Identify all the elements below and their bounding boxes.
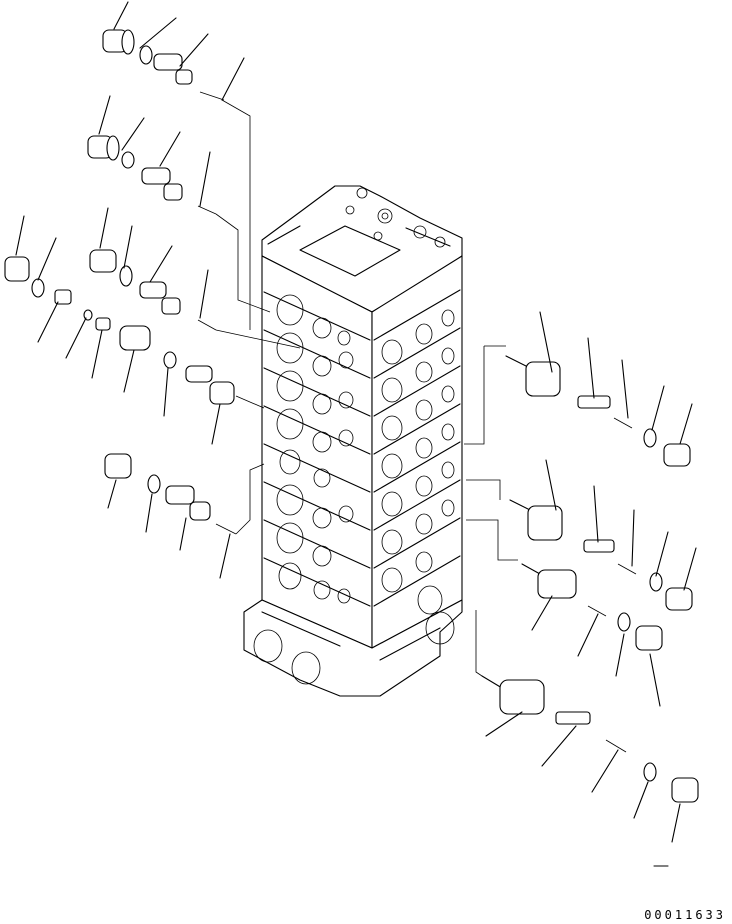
drawing-number: 00011633 [644,908,726,922]
right-parts-row-3 [466,519,663,707]
left-parts-row-1 [102,1,251,330]
right-parts-row-2 [466,459,697,611]
right-parts-row-1 [464,311,693,467]
left-parts-row-5 [104,453,265,579]
left-parts-row-3 [4,207,301,349]
left-parts-row-4 [37,289,265,445]
left-parts-row-2 [87,95,271,313]
right-parts-row-4 [475,610,699,843]
valve-body [243,185,463,697]
